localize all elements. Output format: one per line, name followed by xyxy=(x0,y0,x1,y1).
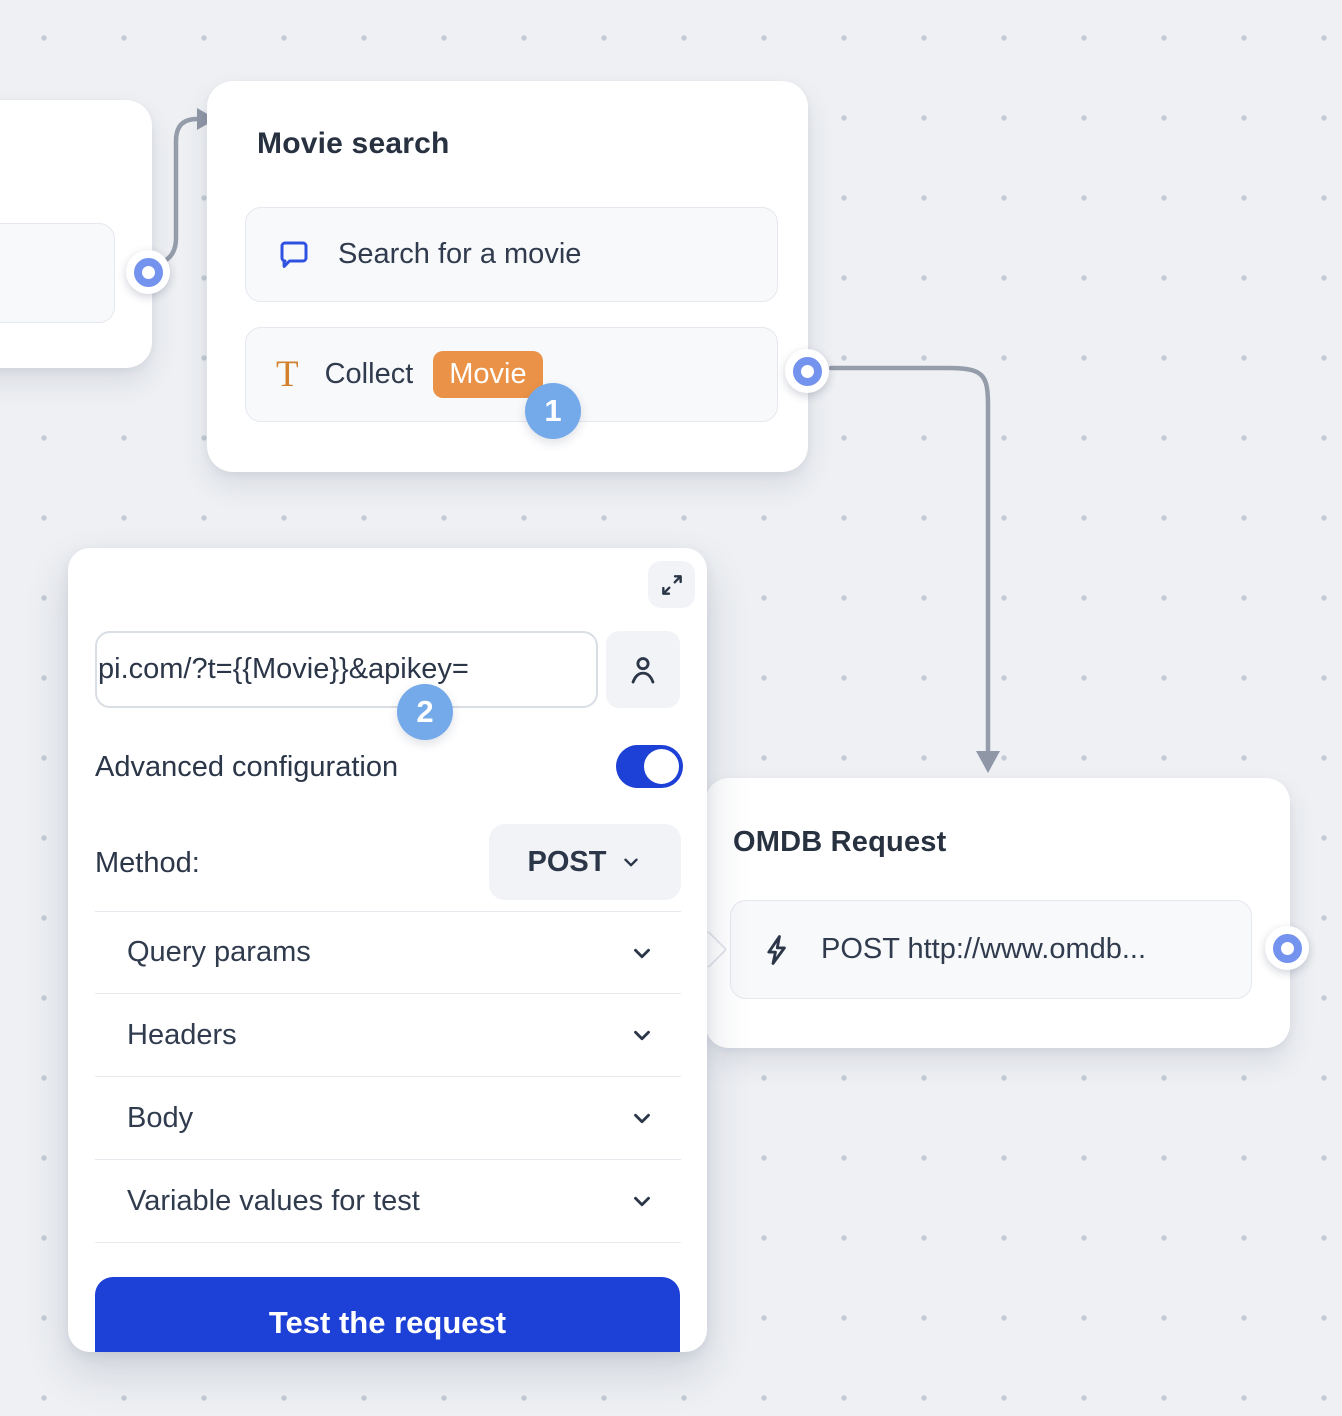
chat-bubble-icon xyxy=(276,237,312,273)
message-block-row[interactable]: Search for a movie xyxy=(245,207,778,302)
section-variable-values[interactable]: Variable values for test xyxy=(95,1160,681,1243)
section-label: Query params xyxy=(127,936,311,968)
url-input-value: pi.com/?t={{Movie}}&apikey= xyxy=(98,653,469,685)
omdb-output-port[interactable] xyxy=(1265,926,1309,970)
section-body[interactable]: Body xyxy=(95,1077,681,1160)
section-headers[interactable]: Headers xyxy=(95,994,681,1077)
partial-node-output-port[interactable] xyxy=(126,250,170,294)
method-dropdown[interactable]: POST xyxy=(489,824,681,900)
section-label: Body xyxy=(127,1101,194,1134)
text-input-icon: T xyxy=(276,354,299,395)
user-icon xyxy=(626,653,660,687)
webhook-block-row[interactable]: POST http://www.omdb... xyxy=(730,900,1252,999)
step-badge-2: 2 xyxy=(397,684,453,740)
method-value: POST xyxy=(527,845,607,878)
collect-block-label: Collect xyxy=(324,358,414,390)
arrowhead-down xyxy=(976,751,1000,773)
expand-button[interactable] xyxy=(648,561,695,608)
port-ring xyxy=(1272,933,1302,963)
port-ring xyxy=(792,356,822,386)
url-input[interactable]: pi.com/?t={{Movie}}&apikey= xyxy=(95,631,598,708)
section-label: Headers xyxy=(127,1018,237,1051)
movie-search-node[interactable]: Movie search Search for a movie T Collec… xyxy=(207,81,808,472)
webhook-config-panel[interactable]: pi.com/?t={{Movie}}&apikey= Advanced con… xyxy=(68,548,707,1352)
chevron-down-icon xyxy=(629,940,655,966)
chevron-down-icon xyxy=(629,1022,655,1048)
connector-movie-search-to-omdb xyxy=(828,365,991,755)
section-label: Variable values for test xyxy=(127,1184,420,1217)
omdb-title: OMDB Request xyxy=(733,826,947,858)
variable-chip-movie: Movie xyxy=(433,351,543,398)
connector-left-to-movie-search xyxy=(154,116,202,268)
lightning-icon xyxy=(761,933,795,967)
step-badge-1: 1 xyxy=(525,383,581,439)
method-label: Method: xyxy=(95,847,200,879)
advanced-config-label: Advanced configuration xyxy=(95,751,399,783)
expand-icon xyxy=(659,572,685,598)
webhook-block-label: POST http://www.omdb... xyxy=(821,933,1147,965)
toggle-knob xyxy=(644,749,679,784)
movie-search-title: Movie search xyxy=(257,127,450,160)
chevron-down-icon xyxy=(629,1188,655,1214)
chevron-down-icon xyxy=(620,851,642,873)
movie-search-output-port[interactable] xyxy=(785,349,829,393)
partial-node-row[interactable] xyxy=(0,223,115,323)
collect-block-row[interactable]: T Collect Movie xyxy=(245,327,778,422)
section-query-params[interactable]: Query params xyxy=(95,911,681,994)
port-ring xyxy=(133,257,163,287)
insert-variable-button[interactable] xyxy=(606,631,680,708)
test-request-button[interactable]: Test the request xyxy=(95,1277,680,1352)
omdb-request-node[interactable]: OMDB Request POST http://www.omdb... xyxy=(705,778,1290,1048)
message-block-label: Search for a movie xyxy=(338,238,582,270)
chevron-down-icon xyxy=(629,1105,655,1131)
config-sections: Query params Headers Body Variable value… xyxy=(95,911,681,1243)
advanced-config-toggle[interactable] xyxy=(616,745,683,788)
